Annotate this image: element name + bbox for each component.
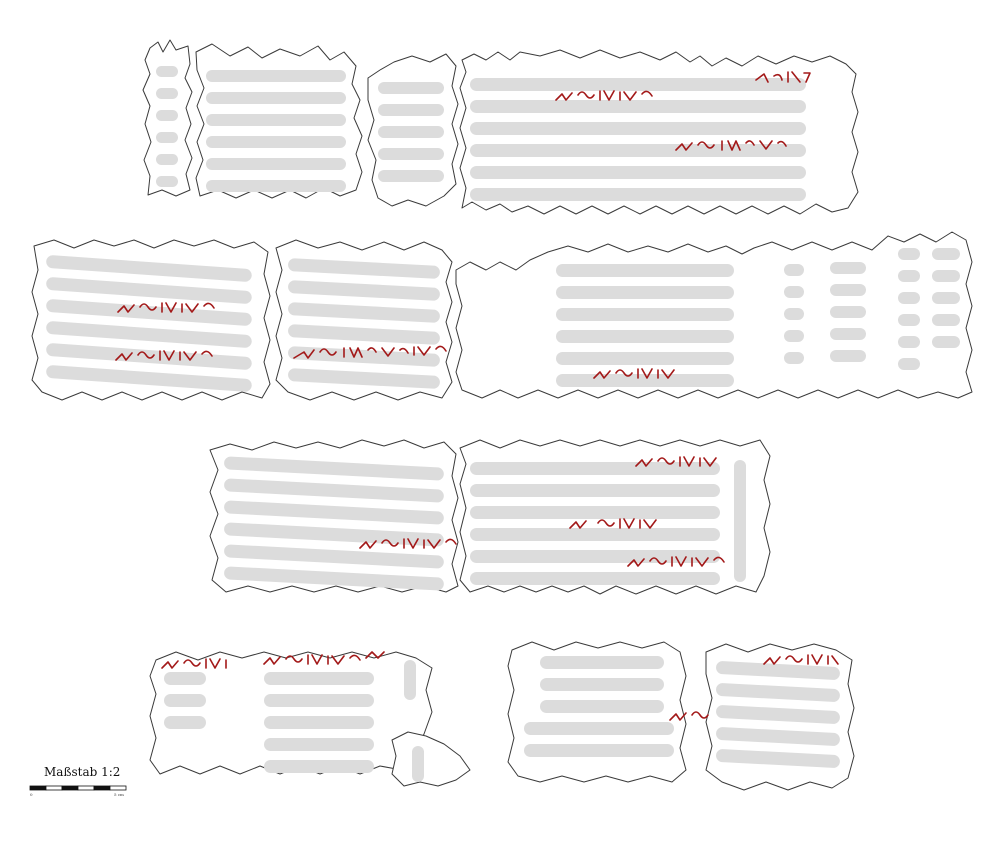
scale-bar-segment bbox=[29, 785, 47, 791]
scale-bar-segments bbox=[29, 785, 127, 791]
scale-tick-start: 0 bbox=[30, 792, 33, 797]
red-rubric-row-3 bbox=[359, 456, 725, 567]
fragment-row-2 bbox=[31, 231, 973, 401]
red-rubric-row-1 bbox=[555, 71, 811, 151]
scale-bar-segment bbox=[77, 785, 95, 791]
scale-bar-segment bbox=[45, 785, 63, 791]
scale-bar: Maßstab 1:2 0 5 cm bbox=[29, 765, 127, 797]
text-lines-row-4 bbox=[164, 656, 840, 782]
papyrus-fragment-4a bbox=[149, 651, 433, 775]
scale-bar-segment bbox=[109, 785, 127, 791]
scale-bar-segment bbox=[93, 785, 111, 791]
red-rubric-row-2 bbox=[115, 302, 675, 379]
scale-bar-label: Maßstab 1:2 bbox=[44, 765, 120, 779]
red-rubric-row-4 bbox=[161, 651, 839, 721]
papyrus-fragment-4b bbox=[391, 731, 471, 787]
scale-bar-segment bbox=[61, 785, 79, 791]
fragment-row-4 bbox=[149, 641, 855, 791]
scale-tick-end: 5 cm bbox=[114, 792, 124, 797]
text-lines-row-3 bbox=[224, 456, 746, 591]
text-lines-row-2 bbox=[46, 248, 960, 392]
fragment-row-3 bbox=[209, 439, 771, 595]
fragment-row-1 bbox=[142, 39, 859, 215]
